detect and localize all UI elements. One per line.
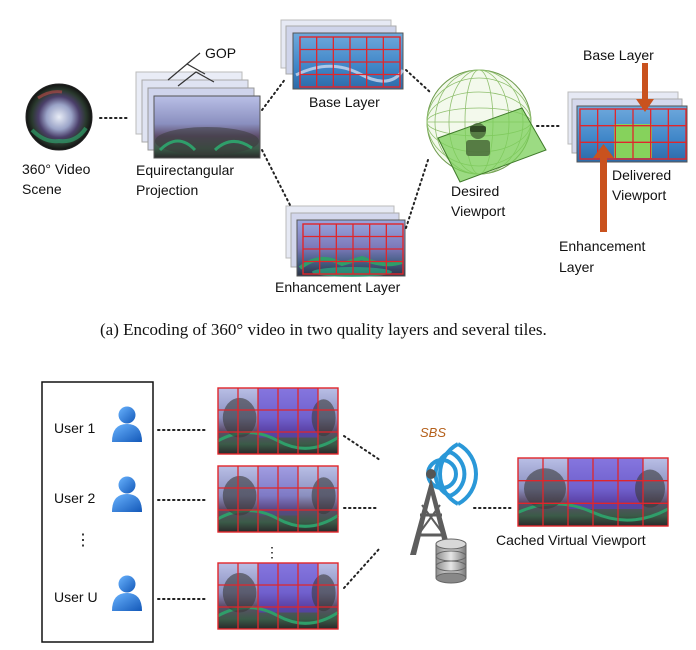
base-layer-frames [280, 19, 405, 90]
scene-label-line2: Scene [22, 181, 62, 197]
gop-bracket [167, 52, 215, 87]
connector-projection-to-enhancement [261, 149, 291, 206]
cached-panorama [517, 457, 669, 527]
user-viewport-panoramas [217, 387, 339, 630]
enhancement-layer-frames [285, 205, 406, 277]
scene-label-line1: 360° Video [22, 161, 91, 177]
connector-projection-to-base [261, 77, 287, 111]
viewport-plane [437, 107, 547, 183]
antenna-tower-icon [410, 469, 452, 555]
users-group: User 1 User 2 User U [54, 406, 209, 611]
equirectangular-frames [135, 71, 261, 159]
projection-label-line1: Equirectangular [136, 162, 234, 178]
users-vertical-ellipsis: ⋮ [75, 532, 91, 549]
connector-base-to-viewport [405, 69, 431, 93]
viewport-label-line2: Viewport [451, 203, 505, 219]
panorama-vertical-ellipsis: ⋮ [265, 544, 279, 560]
panorama-user-1 [217, 387, 339, 455]
enhancement-layer-label: Enhancement Layer [275, 279, 401, 295]
connector-pano1-to-sbs [343, 435, 381, 461]
database-cache-icon [435, 538, 467, 584]
delivered-label-line2: Viewport [612, 187, 666, 203]
sbs-label: SBS [420, 425, 446, 440]
user-icon [112, 406, 142, 442]
user-label: User U [54, 589, 98, 605]
user-label: User 1 [54, 420, 95, 436]
panorama-user-2 [217, 465, 339, 533]
users-box [41, 381, 154, 643]
user-icon [112, 476, 142, 512]
connector-enhancement-to-viewport [405, 159, 429, 229]
delivered-enh-label-line1: Enhancement [559, 238, 646, 254]
base-layer-label: Base Layer [309, 94, 380, 110]
viewport-label-line1: Desired [451, 183, 499, 199]
viewer-icon [466, 123, 490, 156]
cached-virtual-viewport [517, 457, 669, 527]
user-icon [112, 575, 142, 611]
caption-a: (a) Encoding of 360° video in two qualit… [100, 320, 547, 339]
base-layer-tile-grid [299, 36, 401, 88]
delivered-frames [567, 91, 688, 163]
projection-label-line2: Projection [136, 182, 198, 198]
arrow-enhancement-layer [593, 144, 614, 232]
delivered-label-line1: Delivered [612, 167, 671, 183]
enhancement-layer-tile-grid [302, 223, 404, 275]
video-scene-sphere [25, 83, 93, 151]
user-label: User 2 [54, 490, 95, 506]
gop-label: GOP [205, 45, 236, 61]
arrow-base-layer [636, 63, 654, 112]
delivered-base-label: Base Layer [583, 47, 654, 63]
panorama-user-u [217, 562, 339, 630]
connector-panoU-to-sbs [343, 547, 381, 589]
cached-label: Cached Virtual Viewport [496, 532, 646, 548]
delivered-tile-grid [579, 108, 687, 160]
delivered-enh-label-line2: Layer [559, 259, 594, 275]
